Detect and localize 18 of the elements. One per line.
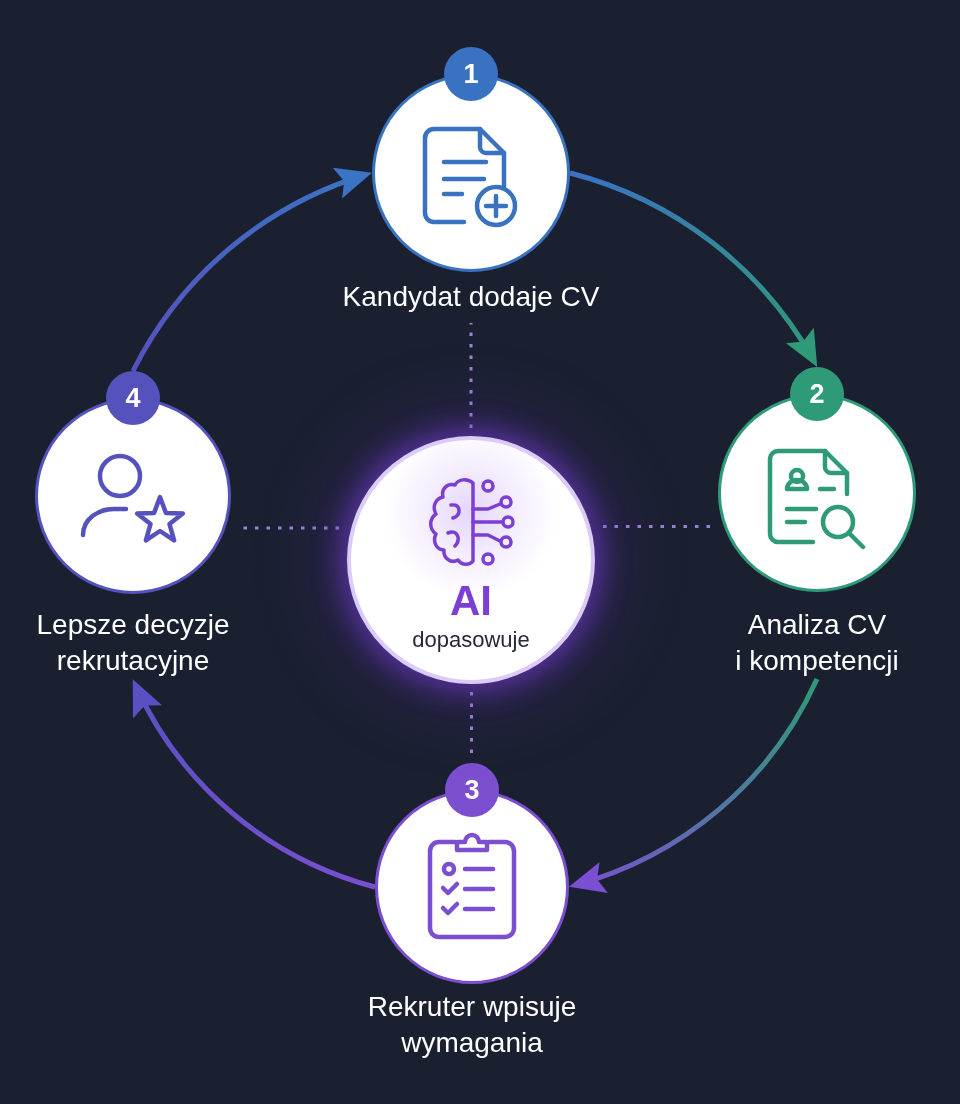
step-caption: Kandydat dodaje CV	[342, 280, 600, 314]
step-number-badge: 3	[445, 763, 499, 817]
step-caption: Analiza CV i kompetencji	[734, 608, 900, 678]
step-caption: Lepsze decyzje rekrutacyjne	[35, 608, 231, 678]
dotted-line	[469, 323, 473, 428]
dotted-line	[603, 525, 710, 528]
step-caption: Rekruter wpisuje wymagania	[366, 990, 578, 1060]
step-number-badge: 4	[106, 371, 160, 425]
hub-circle	[347, 436, 595, 684]
step-number-badge: 1	[444, 47, 498, 101]
curved-arrow	[569, 677, 820, 891]
curved-arrow	[569, 170, 818, 367]
hub-title: AI	[450, 578, 492, 624]
dotted-line	[470, 692, 473, 755]
curved-arrow	[132, 679, 376, 890]
hub-caption: dopasowuje	[412, 627, 530, 653]
step-number-badge: 2	[790, 367, 844, 421]
curved-arrow	[130, 169, 372, 373]
